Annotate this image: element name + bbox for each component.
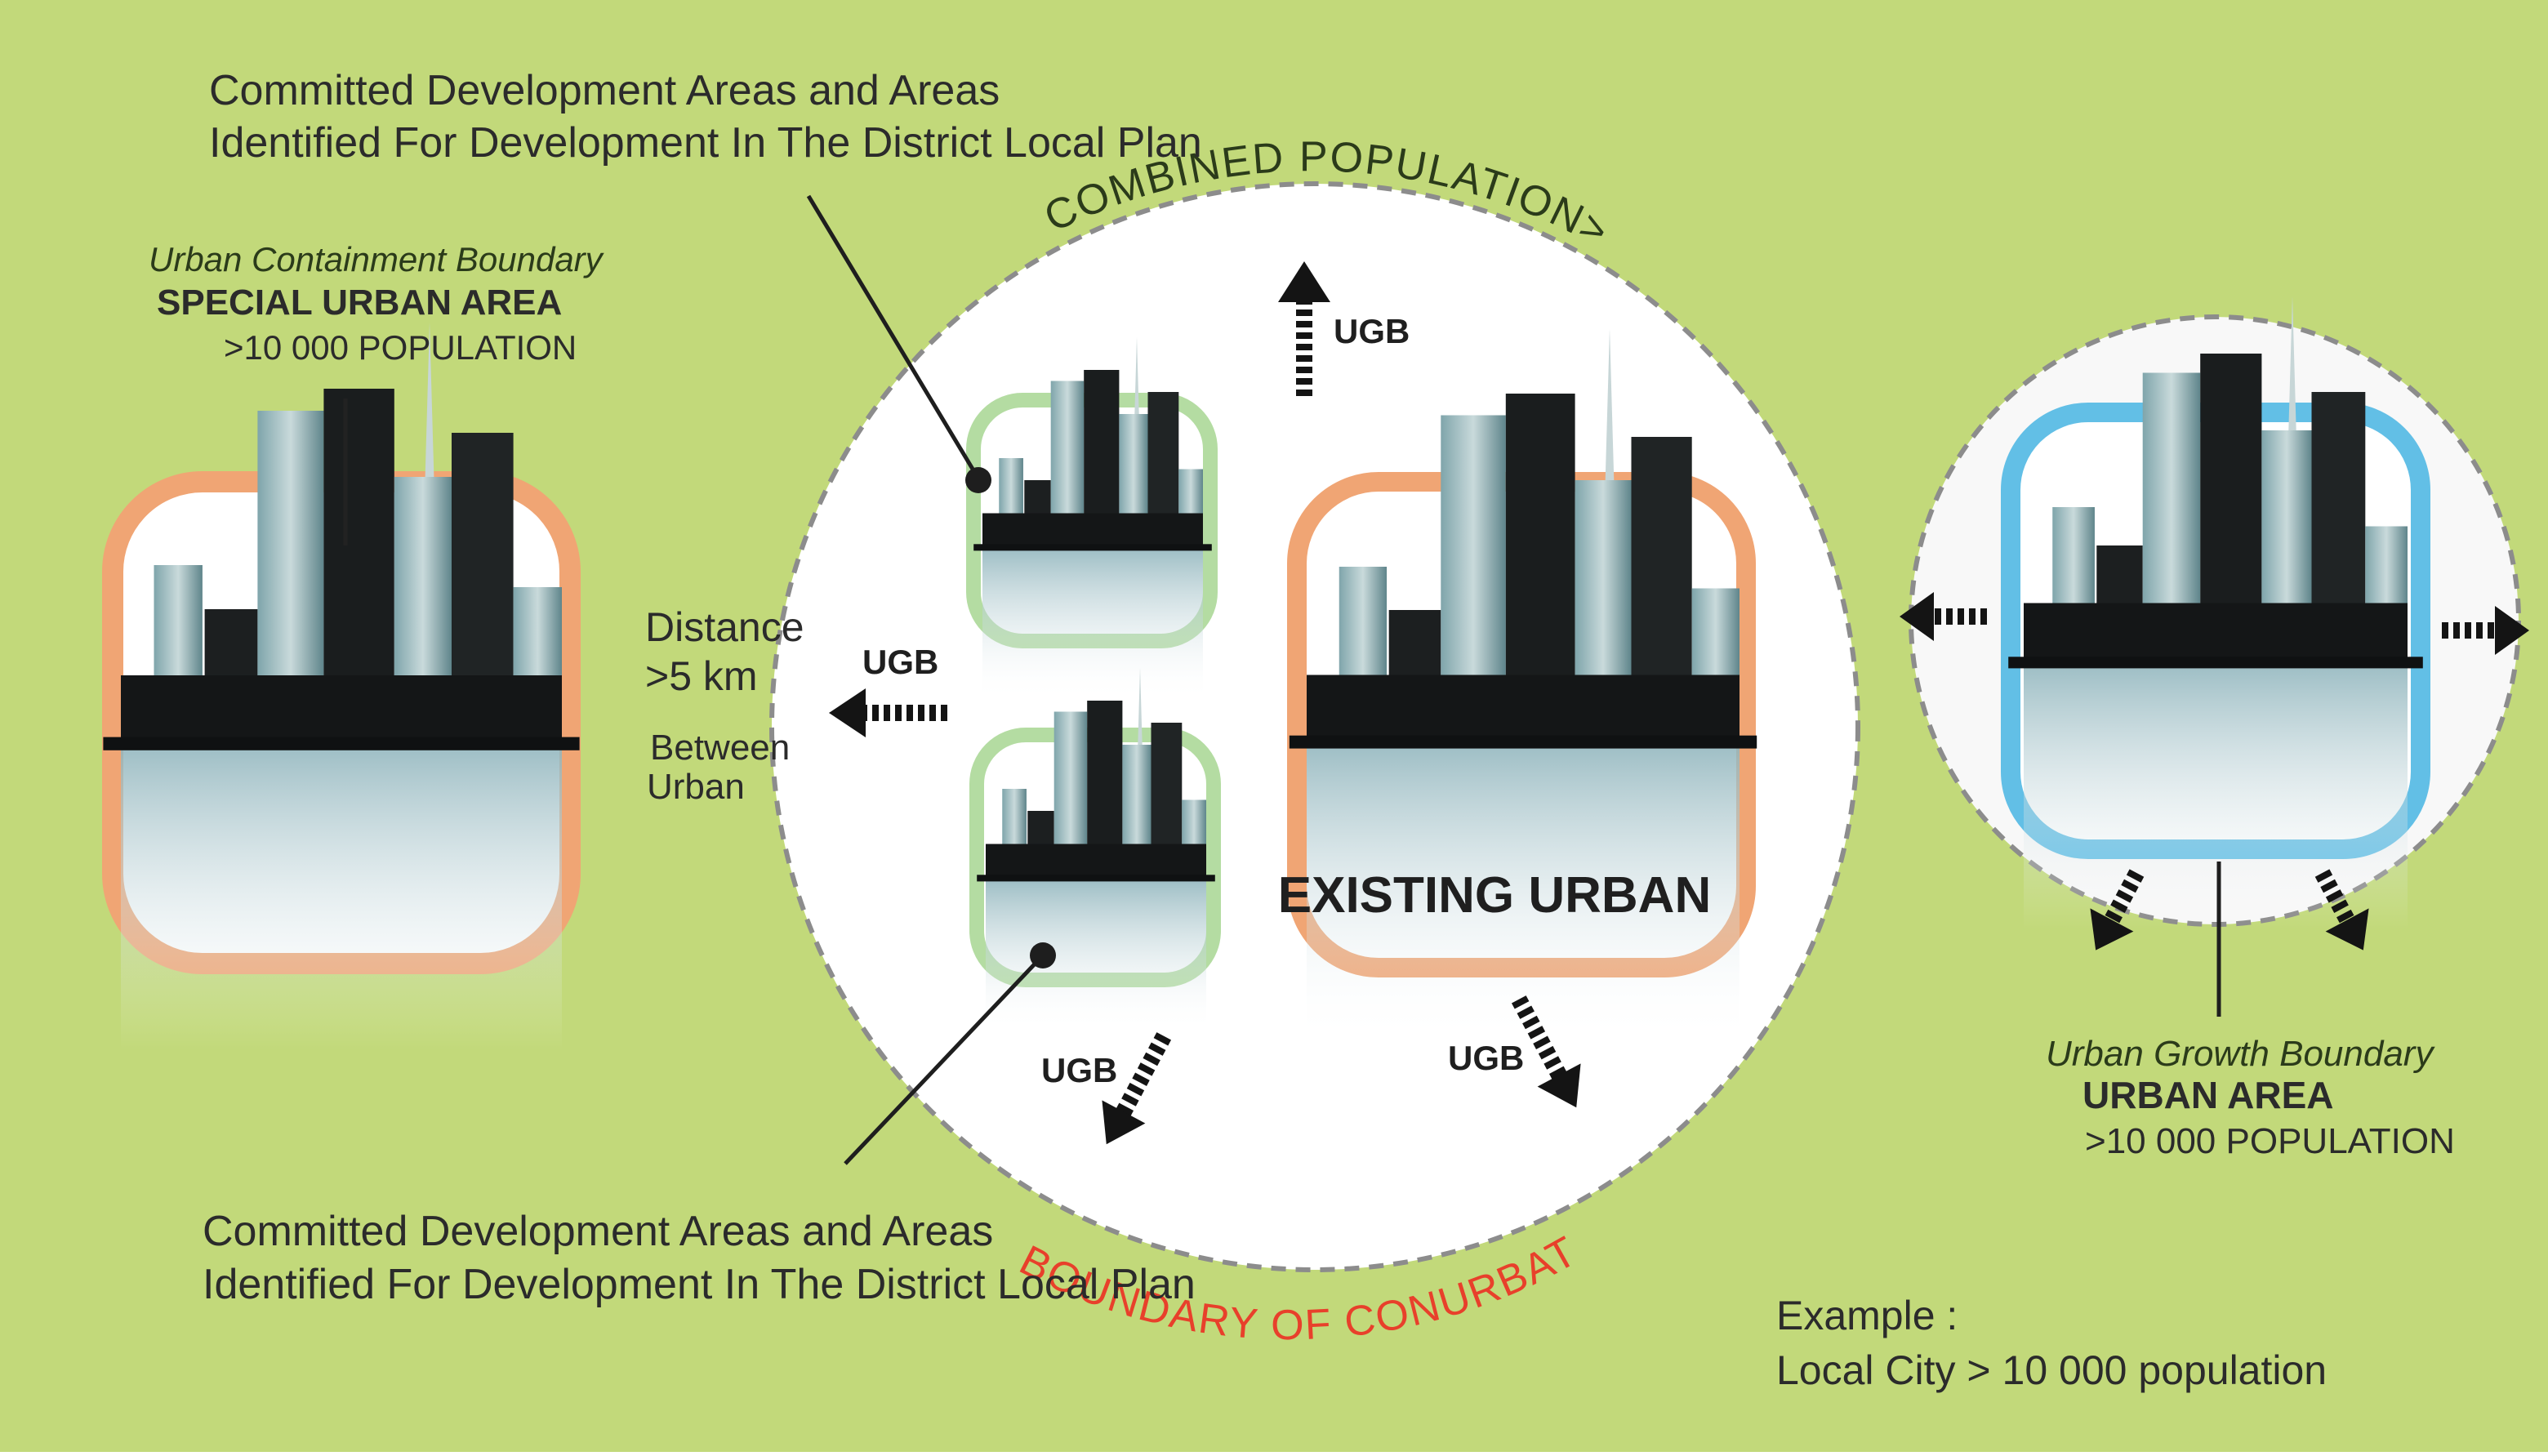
between-urban-label: Urban [647,767,745,807]
leader-dot-icon [1030,942,1056,968]
committed-development-top-line2: Identified For Development In The Distri… [209,119,1202,167]
arrow-icon [1900,592,1987,641]
leader-line [844,955,1043,1165]
arrow-icon [1102,1032,1172,1145]
urban-containment-label: Urban Containment Boundary [149,240,605,278]
existing-urban-label: EXISTING URBAN [1278,867,1711,924]
urban-area-title: URBAN AREA [2082,1074,2334,1116]
distance-label: Distance [645,604,804,650]
ugb-label: UGB [1334,312,1410,350]
urban-area: Urban Growth Boundary URBAN AREA >10 000… [1900,296,2529,1161]
special-urban-area: Urban Containment Boundary SPECIAL URBAN… [102,240,605,1050]
example-value: Local City > 10 000 population [1776,1347,2327,1393]
committed-development-bottom-line1: Committed Development Areas and Areas [203,1208,993,1255]
committed-development-bottom-line2: Identified For Development In The Distri… [203,1261,1196,1308]
urban-growth-boundary-label: Urban Growth Boundary [2046,1034,2435,1074]
arrow-icon [1278,261,1330,396]
urban-area-population: >10 000 POPULATION [2085,1121,2455,1161]
special-urban-area-title: SPECIAL URBAN AREA [157,283,562,323]
between-label: Between [650,728,790,768]
special-urban-area-population: >10 000 POPULATION [224,328,577,367]
ugb-label: UGB [1041,1051,1117,1089]
ugb-label: UGB [862,643,938,681]
arrow-icon [1511,995,1581,1108]
committed-development-top-line1: Committed Development Areas and Areas [209,67,1000,114]
distance-value: >5 km [645,653,758,699]
example-label: Example : [1776,1293,1958,1338]
ugb-label: UGB [1448,1039,1524,1077]
leader-dot-icon [965,467,991,493]
leader-line [806,194,981,480]
arrow-icon [2314,869,2369,951]
arrow-icon [2090,869,2145,951]
arrow-icon [829,688,947,737]
arrow-icon [2442,606,2529,655]
